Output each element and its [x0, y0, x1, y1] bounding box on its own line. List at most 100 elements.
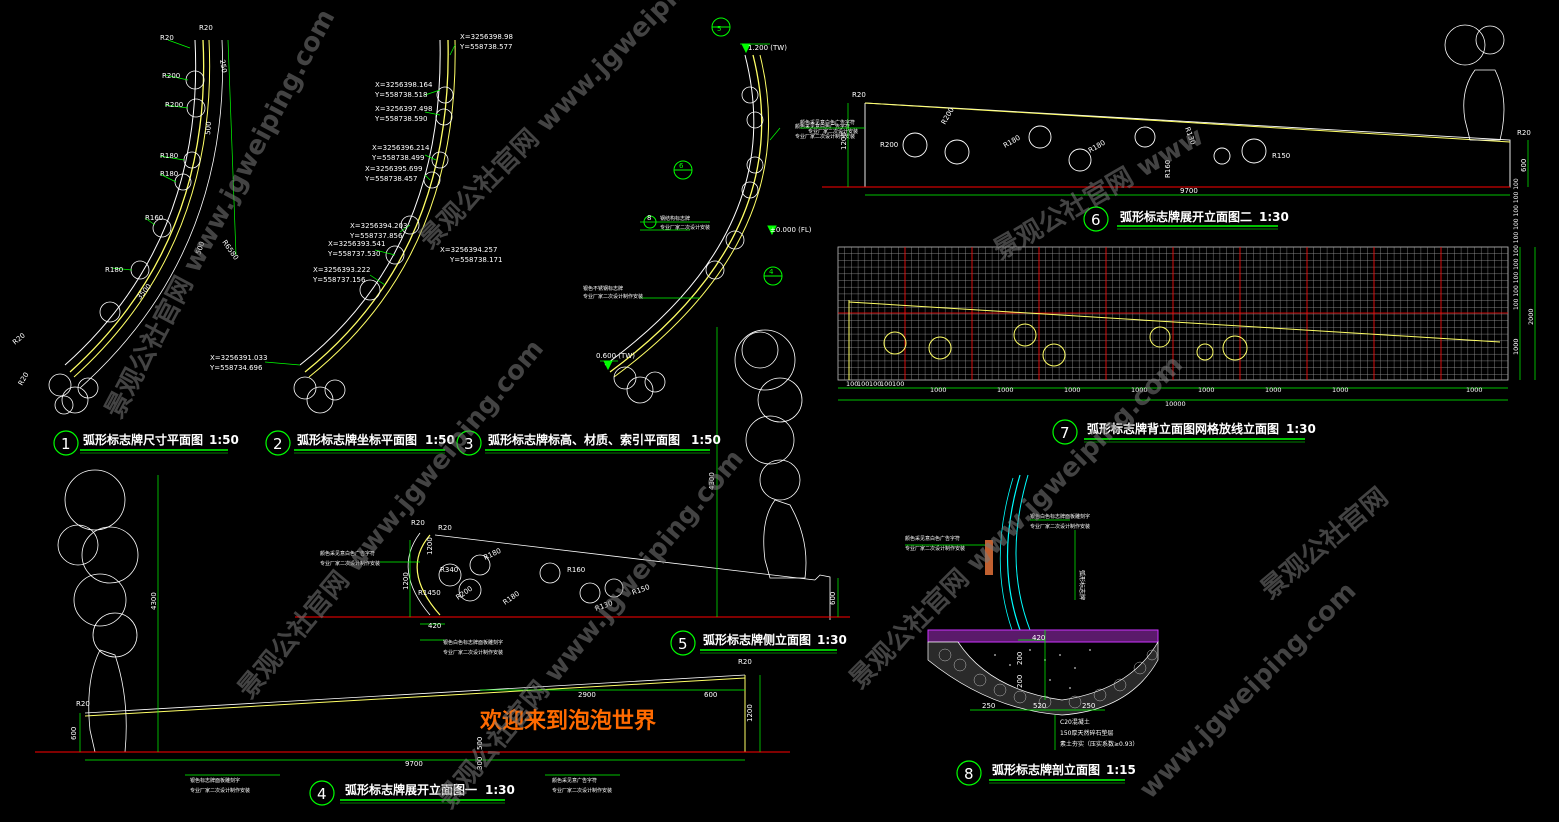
e4-dim-600b: 600: [70, 727, 78, 740]
p2-c6x: X=3256393.541: [328, 240, 385, 248]
p1-r20-d: R20: [17, 371, 31, 387]
p3-index-low: 4: [769, 268, 774, 276]
s8-layer2: 150厚天然碎石垫层: [1060, 729, 1113, 737]
p1-r160: R160: [145, 214, 163, 222]
p3-note1b: 专业厂家二次设计安装: [660, 224, 710, 231]
e6-r150: R150: [1272, 152, 1290, 160]
title-6: 6 弧形标志牌展开立面图二 1:30: [1083, 206, 1289, 232]
e4-dim-1200: 1200: [746, 704, 754, 722]
e7-s2: 100: [869, 380, 881, 388]
p1-r20-a: R20: [160, 34, 174, 42]
e6-r20-b: R20: [1517, 129, 1531, 137]
s8-layer3: 素土夯实（压实系数≥0.93）: [1060, 740, 1138, 748]
watermark-5: 景观公社官网 www.jgweiping.com: [843, 349, 1189, 695]
e4-note-left2: 专业厂家二次设计制作安装: [190, 787, 250, 794]
e4-note-left: 银色标志牌面板雕刻字: [190, 777, 240, 784]
title-6-text: 弧形标志牌展开立面图二: [1120, 209, 1252, 224]
e7-s1: 100: [857, 380, 869, 388]
e7-c4: 1000: [1198, 386, 1215, 394]
e7-v2000: 2000: [1527, 308, 1535, 325]
title-2-text: 弧形标志牌坐标平面图: [297, 432, 417, 447]
e4-dim-4300: 4300: [150, 592, 158, 610]
p2-c3y: Y=558738.499: [371, 154, 424, 162]
p3-note3b: 专业厂家二次设计制作安装: [795, 133, 855, 140]
e4-note-right2: 专业厂家二次设计制作安装: [552, 787, 612, 794]
s8-dim-250b: 250: [1082, 702, 1095, 710]
drawing-titles: 1 弧形标志牌尺寸平面图 1:50 2 弧形标志牌坐标平面图 1:50 3 弧形…: [53, 206, 1316, 806]
p1-r200-b: R200: [165, 101, 183, 109]
p2-c4y: Y=558738.457: [364, 175, 417, 183]
e7-s3: 100: [880, 380, 892, 388]
e6-r180-a: R180: [1002, 134, 1022, 150]
p2-c2x: X=3256397.498: [375, 105, 432, 113]
e5-r340: R340: [440, 566, 458, 574]
p1-r6580: R6580: [220, 239, 240, 262]
title-4-num: 4: [317, 785, 327, 803]
s8-dim-200a: 200: [1016, 652, 1024, 665]
s8-note1b: 专业厂家二次设计制作安装: [905, 545, 965, 552]
p2-c0y: Y=558738.577: [459, 43, 512, 51]
p2-c9y: Y=558734.696: [209, 364, 263, 372]
title-7-num: 7: [1060, 424, 1070, 442]
e4-dim-600: 600: [704, 691, 717, 699]
p2-c2y: Y=558738.590: [374, 115, 427, 123]
e6-r180-b: R180: [1087, 139, 1107, 155]
p3-index-legend: 8: [647, 214, 651, 222]
e7-c3: 1000: [1131, 386, 1148, 394]
title-5-num: 5: [678, 635, 688, 653]
p1-dim-500: 500: [204, 121, 213, 135]
s8-dim-420: 420: [1032, 634, 1045, 642]
e5-note2: 银色白色标志牌面板雕刻字: [443, 639, 503, 646]
p3-elev-top: 1.200 (TW): [748, 44, 787, 52]
title-7: 7 弧形标志牌背立面图网格放线立面图 1:30: [1052, 419, 1316, 445]
e6-r160: R160: [1164, 160, 1172, 178]
watermark-4: 景观公社官网 www.jgweiping.com: [432, 443, 750, 814]
title-4: 4 弧形标志牌展开立面图一 1:30: [309, 780, 515, 806]
p2-c1y: Y=558738.518: [374, 91, 427, 99]
title-3: 3 弧形标志牌标高、材质、索引平面图 1:50: [456, 430, 721, 456]
e4-dim-2900: 2900: [578, 691, 596, 699]
title-2-scale: 1:50: [425, 433, 455, 447]
p2-c3x: X=3256396.214: [372, 144, 430, 152]
p3-note2: 银色不锈钢标志牌: [583, 285, 623, 292]
p3-elev-bottom: 0.600 (TW): [596, 352, 635, 360]
p3-note2b: 专业厂家二次设计制作安装: [583, 293, 643, 300]
e4-note-right: 颜色采见意广告字符: [552, 777, 597, 784]
watermark-3: 景观公社官网 www.jgweiping.com: [232, 333, 550, 704]
elevation-7-grid-layout: 100 100 100 100 100 1000 1000 1000 1000 …: [837, 178, 1536, 408]
e6-r200-b: R200: [880, 141, 898, 149]
e5-note1: 颜色采见意白色广告字符: [320, 550, 375, 557]
title-1-text: 弧形标志牌尺寸平面图: [83, 432, 203, 447]
p2-c6y: Y=558737.530: [327, 250, 380, 258]
p1-r180-c: R180: [105, 266, 123, 274]
section-8-cross-section: 420 200 200 250 520 250 弧形标志牌 C20混凝土 150…: [905, 474, 1159, 750]
s8-dim-520: 520: [1033, 702, 1046, 710]
p2-c8x: X=3256393.222: [313, 266, 370, 274]
p2-c7y: Y=558738.171: [449, 256, 502, 264]
p1-dim-250: 250: [218, 59, 228, 74]
e7-c2: 1000: [1064, 386, 1081, 394]
title-7-scale: 1:30: [1286, 422, 1316, 436]
elevation-5-side: R20 R20 R180 R160 R150 R130 R200 R180 R3…: [295, 327, 850, 656]
e5-r160: R160: [567, 566, 585, 574]
title-4-scale: 1:30: [485, 783, 515, 797]
p1-r180-a: R180: [160, 152, 178, 160]
e7-v1000: 1000: [1512, 338, 1520, 355]
e6-dim-600: 600: [1520, 159, 1528, 172]
s8-layer1: C20混凝土: [1060, 718, 1090, 726]
e7-s4: 100: [892, 380, 904, 388]
plan-2-coordinate-plan: X=3256398.98 Y=558738.577 X=3256398.164 …: [209, 33, 513, 414]
e5-note1b: 专业厂家二次设计制作安装: [320, 560, 380, 567]
title-4-text: 弧形标志牌展开立面图一: [345, 782, 477, 797]
welcome-sign-text: 欢迎来到泡泡世界: [479, 708, 656, 734]
e5-r1450: R1450: [418, 589, 441, 597]
title-8-num: 8: [964, 765, 974, 783]
e6-note: 颜色采见意白色广告字符: [800, 119, 855, 126]
p3-index-mid: 6: [679, 162, 684, 170]
p3-note1: 钢结构标志牌: [660, 215, 690, 222]
e5-r180-a: R180: [482, 547, 502, 562]
s8-note2b: 专业厂家二次设计制作安装: [1030, 523, 1090, 530]
e7-total: 10000: [1165, 400, 1186, 408]
elevation-4-unfolded-one: 欢迎来到泡泡世界 2900 600 9700 1200 600 500 300 …: [35, 469, 790, 794]
